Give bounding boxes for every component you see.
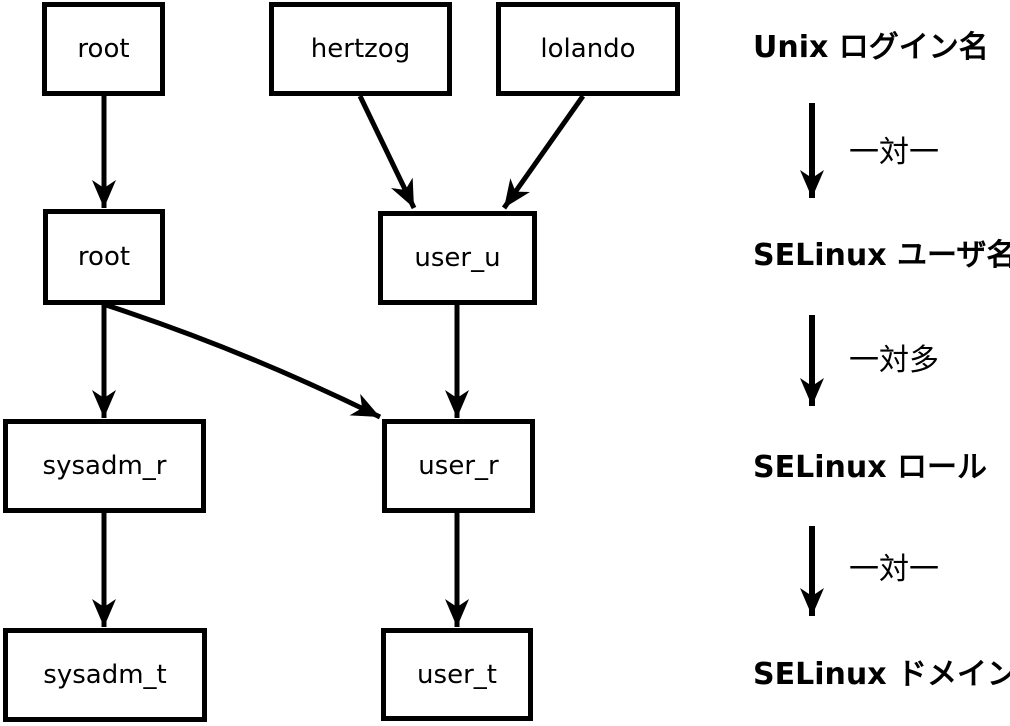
- node-user-t: user_t: [381, 628, 533, 721]
- node-root-selinux-label: root: [77, 242, 131, 272]
- legend-relation-one-to-one-1: 一対一: [849, 135, 939, 170]
- node-sysadm-r-label: sysadm_r: [42, 451, 167, 481]
- arrow-hertzog-to-user-u: [357, 94, 417, 210]
- node-user-r: user_r: [382, 419, 535, 513]
- node-user-t-label: user_t: [417, 659, 497, 690]
- node-user-r-label: user_r: [418, 451, 499, 481]
- legend-level-selinux-user-name: SELinux ユーザ名: [753, 238, 1010, 273]
- node-lolando: lolando: [496, 2, 680, 96]
- legend-relation-one-to-one-2: 一対一: [849, 552, 939, 587]
- node-root-selinux: root: [43, 209, 165, 305]
- legend-level-unix-login-name: Unix ログイン名: [753, 30, 989, 65]
- node-lolando-label: lolando: [540, 34, 636, 64]
- arrow-root-to-user-r: [105, 302, 382, 420]
- node-sysadm-r: sysadm_r: [3, 419, 206, 513]
- legend-level-selinux-domain: SELinux ドメイン: [753, 657, 1010, 692]
- arrow-lolando-to-user-u: [501, 94, 586, 210]
- legend-relation-one-to-many: 一対多: [849, 343, 939, 378]
- node-sysadm-t-label: sysadm_t: [43, 660, 167, 690]
- node-sysadm-t: sysadm_t: [3, 628, 207, 722]
- legend-level-selinux-role: SELinux ロール: [753, 450, 988, 485]
- node-root-login-label: root: [77, 34, 130, 64]
- node-root-login: root: [42, 2, 165, 96]
- node-hertzog: hertzog: [269, 2, 452, 96]
- node-user-u-label: user_u: [414, 243, 501, 273]
- node-user-u: user_u: [378, 211, 537, 305]
- node-hertzog-label: hertzog: [310, 34, 411, 64]
